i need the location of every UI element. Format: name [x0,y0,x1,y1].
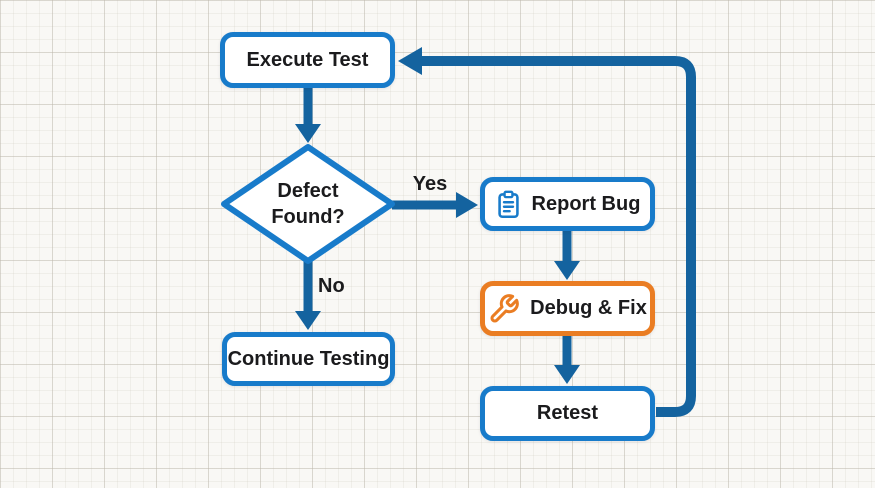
node-continue-testing-label: Continue Testing [227,347,390,370]
arrowhead-down-icon [295,124,321,143]
arrowhead-left-icon [398,47,422,75]
arrowhead-down-icon [295,311,321,330]
edge-label-no: No [318,275,345,297]
node-retest: Retest [480,386,655,441]
node-retest-label: Retest [536,402,599,424]
node-report-bug-label: Report Bug [531,192,641,215]
edge-label-yes: Yes [412,173,448,195]
node-defect-found-label: Defect Found? [271,180,345,228]
node-debug-fix-label: Debug & Fix [530,297,647,319]
edge-retest-to-execute [421,56,696,417]
node-execute-test-label: Execute Test [246,48,369,71]
wrench-icon [490,293,519,323]
decision-diamond-shape [221,144,395,264]
arrowhead-right-icon [456,192,478,218]
node-continue-testing: Continue Testing [222,332,395,386]
node-report-bug: Report Bug [480,177,655,231]
node-execute-test: Execute Test [220,32,395,88]
node-debug-fix: Debug & Fix [480,281,655,336]
clipboard-icon [497,190,519,218]
arrowhead-down-icon [554,261,580,280]
arrowhead-down-icon [554,365,580,384]
